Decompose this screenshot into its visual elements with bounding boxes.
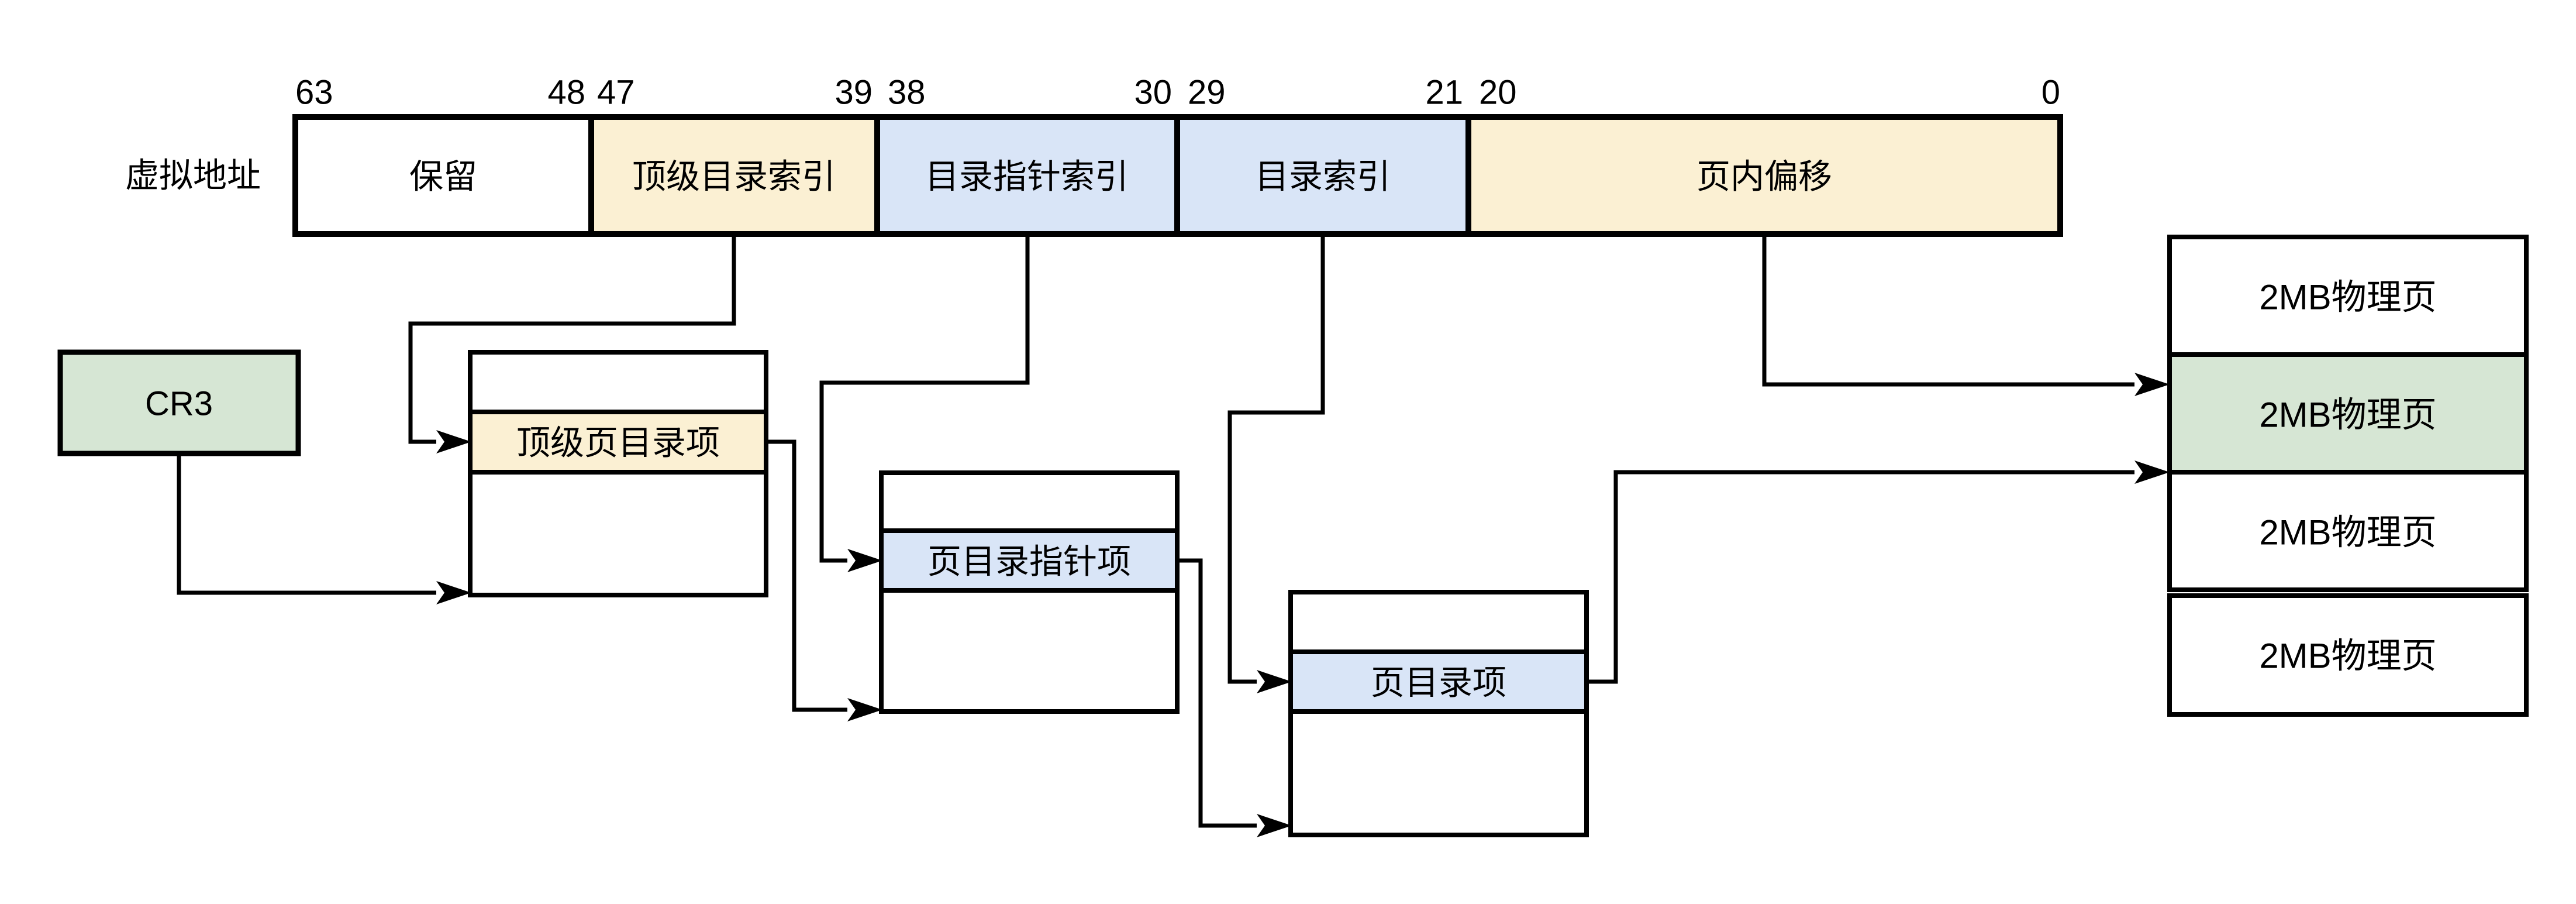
physical-page-label-2: 2MB物理页 [2259,396,2436,435]
segment-page-offset-label: 页内偏移 [1696,158,1832,196]
connector-directory-pointer-index-to-entry [819,234,1030,572]
top-level-page-directory-entry-row [470,412,766,472]
physical-page-row-highlight [2170,355,2526,472]
segment-top-level-directory-index-label: 顶级目录索引 [632,158,836,196]
bit-label-21: 21 [1425,74,1463,112]
segment-directory-index-label: 目录索引 [1255,158,1391,196]
top-level-page-directory-entry-label: 顶级页目录项 [516,424,720,462]
physical-page-label-1: 2MB物理页 [2259,278,2436,317]
connector-top-level-entry-to-pointer-table [766,439,882,721]
segment-directory-pointer-index-label: 目录指针索引 [925,158,1129,196]
bit-label-0: 0 [2042,74,2060,112]
connector-cr3-to-top-level-table [177,453,471,604]
cr3-box [57,349,301,456]
physical-page-label-4: 2MB物理页 [2259,637,2436,676]
segment-reserved-label: 保留 [409,158,477,196]
page-directory-pointer-entry-row [881,531,1177,590]
bit-label-20: 20 [1479,74,1517,112]
connector-page-offset-to-physical-page [1762,234,2170,396]
bit-label-38: 38 [888,74,926,112]
connector-directory-index-to-entry [1227,234,1325,693]
segment-directory-index [1177,117,1468,234]
segment-top-level-directory-index [591,117,877,234]
bit-label-29: 29 [1188,74,1226,112]
bit-label-47: 47 [597,74,635,112]
connector-pointer-entry-to-directory-table [1177,558,1292,837]
connector-top-level-index-to-entry [408,234,736,453]
connector-directory-entry-to-physical-page [1587,460,2170,684]
virtual-address-title: 虚拟地址 [125,157,261,195]
bit-label-63: 63 [295,74,333,112]
page-directory-pointer-entry-label: 页目录指针项 [927,543,1131,581]
segment-page-offset [1468,117,2060,234]
segment-reserved [295,117,591,234]
physical-page-stack-lower [2167,593,2529,717]
page-directory-entry-row [1291,652,1587,711]
bit-label-39: 39 [834,74,873,112]
physical-page-stack-upper [2167,235,2529,592]
bit-label-48: 48 [547,74,585,112]
bit-label-30: 30 [1134,74,1172,112]
segment-directory-pointer-index [877,117,1177,234]
cr3-label: CR3 [145,385,213,423]
physical-page-label-3: 2MB物理页 [2259,513,2436,552]
page-directory-entry-label: 页目录项 [1371,664,1506,702]
